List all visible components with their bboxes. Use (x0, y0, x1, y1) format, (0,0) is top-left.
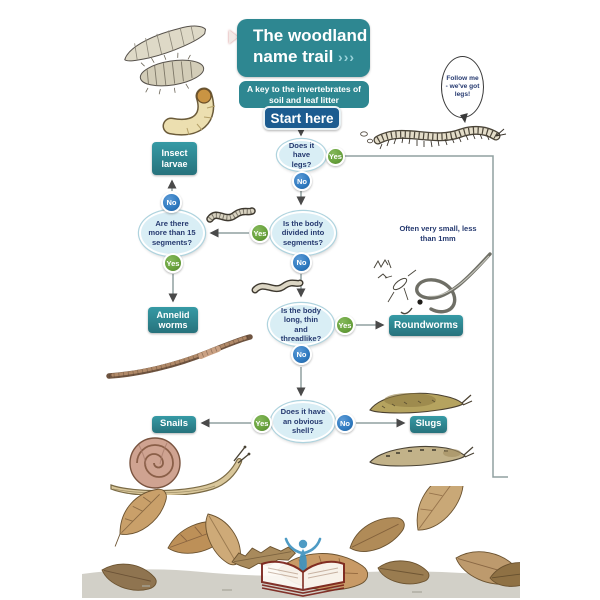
title-box: The woodland name trail ››› (237, 19, 370, 77)
question-more-than-15-segments: Are there more than 15 segments? (139, 210, 205, 256)
open-book-logo-watermark (261, 537, 345, 597)
note-roundworm-size: Often very small, less than 1mm (399, 224, 477, 243)
question-obvious-shell: Does it have an obvious shell? (271, 401, 335, 442)
insect-larvae-illustration (124, 25, 216, 136)
question-divided-into-segments: Is the body divided into segments? (270, 211, 336, 255)
snail-illustration (110, 437, 251, 495)
question-has-legs: Does it have legs? (277, 139, 326, 171)
worm-illustration-1 (206, 207, 256, 223)
yes-badge-has-legs: Yes (326, 147, 345, 166)
yes-badge-15-segments: Yes (163, 253, 183, 273)
roundworms-illustration (373, 252, 492, 315)
earthworm-illustration (106, 334, 253, 379)
yes-badge-threadlike: Yes (335, 315, 355, 335)
result-snails: Snails (152, 416, 196, 433)
yes-badge-shell: Yes (252, 413, 272, 433)
subtitle-box: A key to the invertebrates of soil and l… (239, 81, 369, 108)
result-annelid-worms: Annelid worms (148, 307, 198, 333)
no-badge-shell: No (335, 413, 355, 433)
title-arrow-icon (229, 30, 238, 44)
result-roundworms: Roundworms (389, 315, 463, 336)
question-long-thin-threadlike: Is the body long, thin and threadlike? (268, 303, 334, 346)
title-line1: The woodland (253, 26, 368, 45)
worm-illustration-2 (251, 279, 304, 294)
no-badge-divided: No (291, 252, 312, 273)
no-badge-has-legs: No (292, 171, 312, 191)
slug-illustration-2 (369, 446, 475, 467)
speech-bubble: Follow me - we've got legs! (441, 56, 484, 118)
slug-illustration-1 (369, 392, 473, 414)
centipede-illustration (360, 125, 507, 150)
start-here-label: Start here (263, 106, 341, 130)
result-slugs: Slugs (410, 416, 447, 433)
chevrons-icon: ››› (338, 48, 356, 65)
title-line2: name trail ››› (253, 46, 356, 66)
result-insect-larvae: Insect larvae (152, 142, 197, 175)
no-badge-15-segments: No (161, 192, 182, 213)
subtitle-text: A key to the invertebrates of soil and l… (247, 83, 361, 105)
yes-badge-divided: Yes (250, 223, 270, 243)
no-badge-threadlike: No (291, 344, 312, 365)
